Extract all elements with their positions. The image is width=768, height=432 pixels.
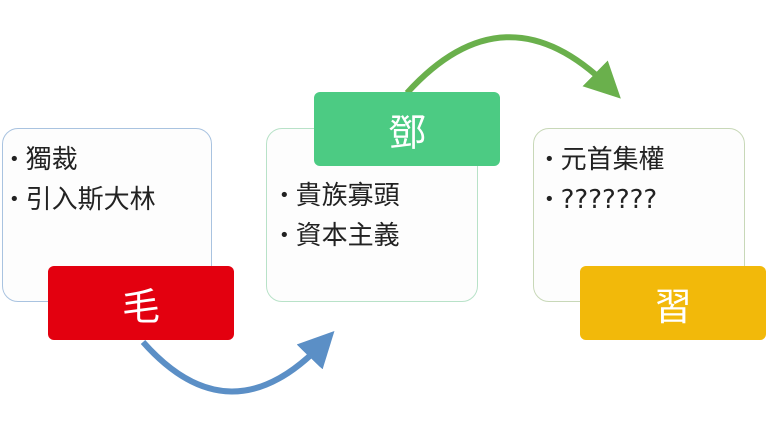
bullet-icon: • [544,149,555,170]
stage-card-mao: •獨裁 •引入斯大林 [2,128,212,302]
arrow-deng-to-xi [404,34,621,99]
bullet-item: •獨裁 [9,145,211,175]
bullet-item: •??????? [544,185,744,215]
leader-label-deng: 鄧 [314,92,500,166]
bullet-item: •貴族寡頭 [279,181,477,211]
bullet-icon: • [544,189,555,210]
bullet-list: •獨裁 •引入斯大林 [9,145,211,215]
bullet-item: •引入斯大林 [9,185,211,215]
bullet-text: 元首集權 [560,145,665,175]
bullet-item: •資本主義 [279,221,477,251]
bullet-text: 獨裁 [25,145,78,175]
bullet-icon: • [9,149,20,170]
bullet-text: 引入斯大林 [25,185,156,215]
bullet-icon: • [279,225,290,246]
leader-label-mao: 毛 [48,266,234,340]
bullet-item: •元首集權 [544,145,744,175]
bullet-list: •貴族寡頭 •資本主義 [279,181,477,251]
bullet-text: 貴族寡頭 [295,181,400,211]
leader-name: 毛 [121,284,160,329]
bullet-icon: • [279,185,290,206]
leader-label-xi: 習 [580,266,766,340]
arrow-mao-to-deng [140,331,335,395]
leader-name: 習 [653,284,692,329]
leader-name: 鄧 [387,110,426,155]
bullet-icon: • [9,189,20,210]
bullet-list: •元首集權 •??????? [544,145,744,215]
bullet-text: ??????? [560,185,658,215]
bullet-text: 資本主義 [295,221,400,251]
stage-card-deng: •貴族寡頭 •資本主義 [266,128,478,302]
